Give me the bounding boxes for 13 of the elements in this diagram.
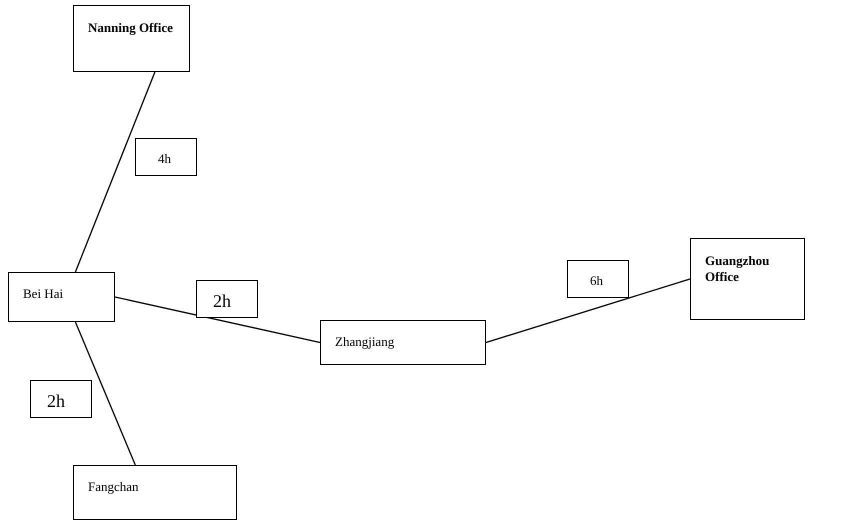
duration-label: 4h [135,138,197,176]
duration-label: 2h [196,280,258,318]
location-box: Nanning Office [73,5,190,72]
duration-label: 2h [30,380,92,418]
location-box: Bei Hai [8,272,115,322]
connector-line [486,278,690,344]
connector-line [74,322,136,466]
location-box: Zhangjiang [320,320,486,365]
connector-line [74,72,156,272]
connector-line [114,296,320,344]
location-box: Fangchan [73,465,237,520]
location-box: Guangzhou Office [690,238,805,320]
duration-label: 6h [567,260,629,298]
